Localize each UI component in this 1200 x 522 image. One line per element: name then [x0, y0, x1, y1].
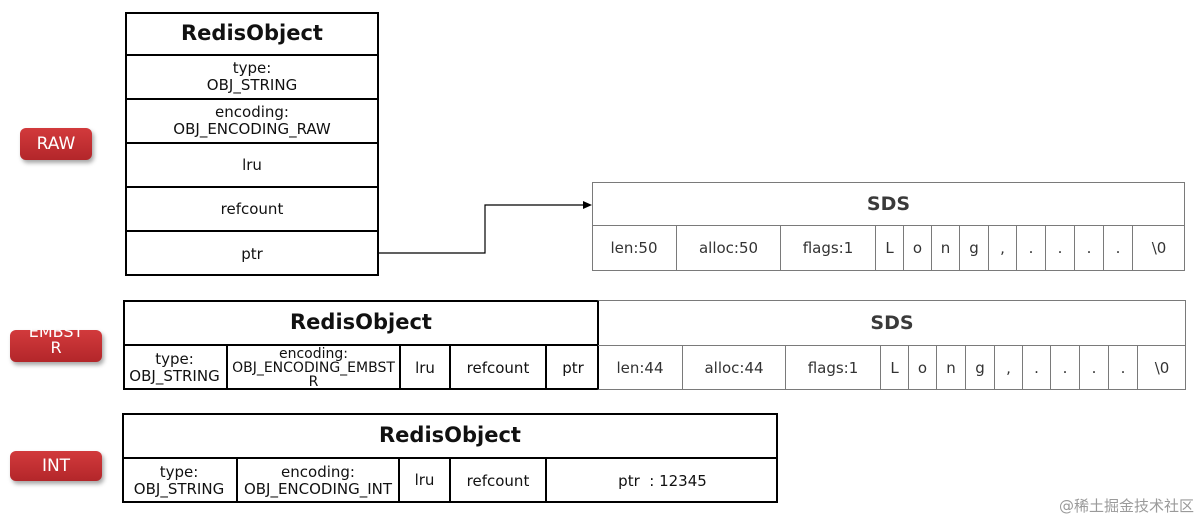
raw-encoding-label: encoding: — [215, 103, 289, 121]
raw-refcount-cell: refcount — [125, 188, 379, 232]
embstr-badge: EMBST R — [10, 324, 102, 362]
raw-sds-cell-6: g — [960, 226, 989, 271]
int-type-cell: type: OBJ_STRING — [122, 459, 238, 503]
raw-type-value: OBJ_STRING — [206, 76, 298, 94]
embstr-lru-cell: lru — [401, 346, 451, 390]
raw-sds-cell-7: , — [989, 226, 1017, 271]
embstr-type-value: OBJ_STRING — [129, 367, 220, 385]
watermark: @稀土掘金技术社区 — [1058, 497, 1194, 515]
raw-sds-cell-8: . — [1017, 226, 1046, 271]
embstr-sds-cell-0: len:44 — [598, 346, 683, 390]
embstr-sds-cell-6: g — [966, 346, 995, 390]
raw-sds-cell-9: . — [1046, 226, 1075, 271]
raw-badge: RAW — [20, 128, 92, 160]
raw-sds-cell-12: \0 — [1151, 239, 1167, 257]
embstr-encoding-cell: encoding: OBJ_ENCODING_EMBST R — [228, 346, 401, 390]
raw-sds-cell-0: len:50 — [592, 226, 677, 271]
embstr-sds-cell-4: o — [909, 346, 937, 390]
embstr-sds-cell-2: flags:1 — [786, 346, 881, 390]
int-encoding-value: OBJ_ENCODING_INT — [243, 480, 393, 498]
embstr-sds-cell-8: . — [1023, 346, 1051, 390]
int-type-label: type: — [159, 463, 199, 481]
int-encoding-cell: encoding: OBJ_ENCODING_INT — [238, 459, 400, 503]
raw-ptr-cell: ptr — [241, 244, 263, 263]
int-badge: INT — [10, 451, 102, 481]
int-encoding-label: encoding: — [281, 463, 355, 481]
raw-encoding-value: OBJ_ENCODING_RAW — [173, 120, 331, 138]
embstr-sds-cell-9: . — [1051, 346, 1080, 390]
embstr-sds-cell-1: alloc:44 — [683, 346, 786, 390]
raw-badge-label: RAW — [36, 134, 76, 154]
raw-encoding-cell: encoding: OBJ_ENCODING_RAW — [125, 100, 379, 144]
embstr-sds-cell-3: L — [881, 346, 909, 390]
embstr-badge-line2: R — [50, 338, 62, 357]
embstr-refcount-cell: refcount — [451, 346, 547, 390]
raw-type-cell: type: OBJ_STRING — [125, 56, 379, 100]
int-ptr-cell: ptr : 12345 — [618, 471, 707, 490]
embstr-sds-cell-10: . — [1080, 346, 1109, 390]
embstr-sds-cell-5: n — [937, 346, 966, 390]
int-badge-label: INT — [41, 456, 71, 476]
raw-sds-cell-4: o — [904, 226, 932, 271]
embstr-encoding-value-2: R — [308, 374, 319, 390]
raw-sds-cell-2: flags:1 — [781, 226, 876, 271]
raw-redis-object — [125, 12, 379, 276]
raw-sds-cell-11: . — [1104, 226, 1133, 271]
embstr-sds-title: SDS — [598, 300, 1186, 346]
raw-sds-cell-3: L — [876, 226, 904, 271]
raw-sds-title: SDS — [592, 182, 1185, 226]
raw-sds-cell-5: n — [932, 226, 960, 271]
raw-sds — [592, 182, 1185, 271]
embstr-ptr-cell: ptr — [562, 358, 584, 377]
raw-lru-cell: lru — [125, 144, 379, 188]
int-lru-cell: lru — [400, 457, 451, 503]
embstr-type-label: type: — [155, 350, 194, 368]
embstr-type-cell: type: OBJ_STRING — [123, 346, 228, 390]
embstr-badge-line1: EMBST — [28, 322, 84, 341]
embstr-sds-cell-7: , — [995, 346, 1023, 390]
int-title: RedisObject — [122, 413, 778, 459]
int-refcount-cell: refcount — [451, 459, 547, 503]
embstr-title: RedisObject — [123, 300, 599, 346]
raw-sds-cell-10: . — [1075, 226, 1104, 271]
raw-title: RedisObject — [125, 12, 379, 56]
embstr-sds-cell-11: . — [1109, 346, 1138, 390]
raw-sds-cell-1: alloc:50 — [677, 226, 781, 271]
embstr-encoding-value-1: OBJ_ENCODING_EMBST — [232, 360, 395, 376]
raw-type-label: type: — [232, 59, 272, 77]
int-type-value: OBJ_STRING — [133, 480, 225, 498]
embstr-encoding-label: encoding: — [278, 346, 348, 362]
embstr-sds-cell-12: \0 — [1154, 358, 1170, 377]
